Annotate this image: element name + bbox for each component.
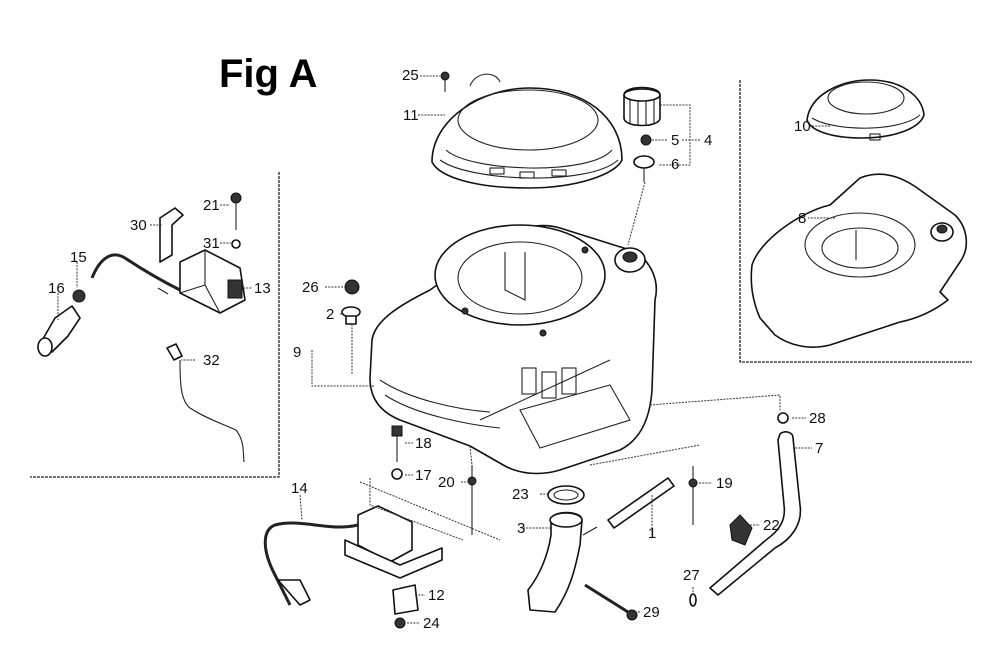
part-25-screw bbox=[440, 71, 450, 92]
callout-15: 15 bbox=[70, 249, 87, 266]
part-21-bolt bbox=[230, 192, 242, 230]
callout-11: 11 bbox=[403, 107, 419, 124]
part-2-bolt bbox=[341, 306, 361, 325]
part-22-clamp bbox=[729, 514, 753, 546]
part-9-fan-cover bbox=[369, 224, 657, 475]
figure-title: Fig A bbox=[219, 52, 318, 96]
callout-6: 6 bbox=[671, 156, 680, 173]
part-7-breather-tube bbox=[709, 431, 802, 596]
callout-13: 13 bbox=[254, 280, 271, 297]
callout-22: 22 bbox=[763, 517, 780, 534]
part-32-ground-wire bbox=[166, 343, 245, 463]
part-13-coil-lead bbox=[90, 253, 181, 295]
part-4-fuel-cap bbox=[623, 86, 661, 127]
left-inset-frame bbox=[30, 172, 280, 478]
callout-31: 31 bbox=[203, 235, 220, 252]
callout-12: 12 bbox=[428, 587, 445, 604]
part-27-clip bbox=[689, 593, 697, 607]
part-6-fuel-strainer bbox=[633, 155, 655, 182]
part-23-o-ring bbox=[547, 485, 585, 505]
callout-25: 25 bbox=[402, 67, 419, 84]
part-18-bolt bbox=[391, 425, 403, 462]
right-inset-frame bbox=[739, 80, 972, 363]
callout-7: 7 bbox=[815, 440, 824, 457]
part-10-starter-cover-variant bbox=[806, 79, 925, 141]
callout-24: 24 bbox=[423, 615, 440, 632]
part-5-gasket bbox=[640, 134, 652, 146]
part-12-bracket bbox=[392, 584, 419, 615]
callout-32: 32 bbox=[203, 352, 220, 369]
callout-27: 27 bbox=[683, 567, 700, 584]
part-16-plug-cap bbox=[37, 305, 81, 357]
callout-3: 3 bbox=[517, 520, 526, 537]
part-1-pin bbox=[607, 477, 675, 529]
part-15-washer bbox=[72, 289, 86, 303]
callout-23: 23 bbox=[512, 486, 529, 503]
callout-21: 21 bbox=[203, 197, 220, 214]
callout-18: 18 bbox=[415, 435, 432, 452]
callout-19: 19 bbox=[716, 475, 733, 492]
part-11-starter-cover bbox=[431, 73, 623, 189]
callout-10: 10 bbox=[794, 118, 811, 135]
part-19-stud bbox=[688, 466, 698, 525]
callout-9: 9 bbox=[293, 344, 302, 361]
part-24-nut bbox=[394, 617, 406, 629]
part-3-intake-elbow bbox=[527, 511, 598, 613]
callout-29: 29 bbox=[643, 604, 660, 621]
callout-28: 28 bbox=[809, 410, 826, 427]
callout-26: 26 bbox=[302, 279, 319, 296]
callout-14: 14 bbox=[291, 480, 308, 497]
part-28-clip bbox=[777, 412, 789, 424]
callout-20: 20 bbox=[438, 474, 455, 491]
part-17-washer bbox=[391, 468, 403, 480]
callout-5: 5 bbox=[671, 132, 680, 149]
callout-30: 30 bbox=[130, 217, 147, 234]
part-29-bolt bbox=[584, 583, 638, 621]
callout-4: 4 bbox=[704, 132, 713, 149]
part-13-ignition-coil bbox=[179, 249, 246, 314]
callout-17: 17 bbox=[415, 467, 432, 484]
callout-16: 16 bbox=[48, 280, 65, 297]
callout-2: 2 bbox=[326, 306, 335, 323]
part-8-shroud-variant bbox=[750, 173, 968, 348]
part-31-washer bbox=[231, 239, 241, 249]
part-30-bracket bbox=[159, 207, 184, 263]
callout-1: 1 bbox=[648, 525, 657, 542]
leader-lines bbox=[57, 75, 835, 624]
part-26-nut bbox=[344, 279, 360, 295]
part-14-ignition-coil bbox=[263, 505, 443, 606]
part-20-stud bbox=[467, 465, 477, 535]
callout-8: 8 bbox=[798, 210, 807, 227]
